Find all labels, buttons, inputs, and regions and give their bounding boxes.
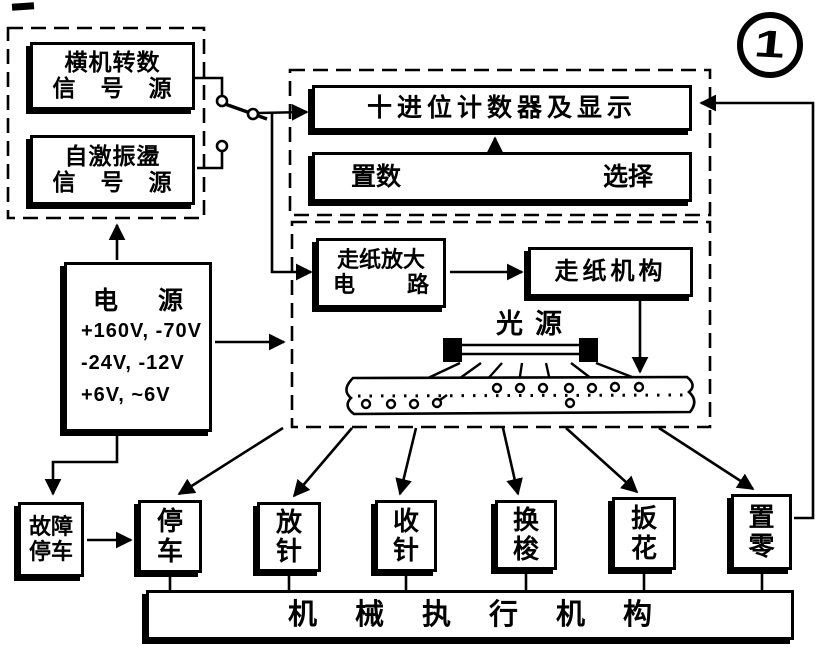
fault-stop-line1: 故障	[28, 513, 73, 539]
power-title-right: 源	[157, 287, 183, 315]
power-voltage-2: -24V, -12V	[81, 352, 185, 374]
arrow-to-stop	[177, 426, 284, 496]
actuator-narrow-line1: 收	[392, 505, 419, 536]
arrow-zero-feedback	[699, 94, 815, 520]
switch-arm[interactable]	[224, 102, 268, 121]
self-osc-line2: 信 号 源	[52, 169, 173, 195]
switch-pivot	[246, 107, 260, 121]
arrow-switch-to-counter	[257, 103, 309, 121]
tape-holes	[360, 381, 645, 410]
actuator-stop-line2: 车	[156, 535, 183, 566]
self-osc-line1: 自激振盪	[64, 143, 161, 170]
actuator-shuttle-line1: 换	[512, 504, 539, 535]
actuator-shuttle-box: 换 梭	[495, 500, 557, 570]
arrow-to-shuttle	[501, 427, 523, 496]
fault-stop-line2: 停车	[28, 538, 73, 564]
arrow-to-rack	[565, 427, 639, 494]
self-osc-signal-source-box: 自激振盪 信 号 源	[30, 135, 195, 205]
punched-tape	[345, 375, 696, 416]
arrow-switch-to-paper-amp	[270, 113, 313, 281]
paper-amp-line2-right: 路	[406, 272, 429, 297]
lamp-drawing	[425, 338, 633, 384]
arrow-to-narrow	[395, 427, 418, 496]
switch-contact-top	[215, 94, 229, 108]
machine-rev-line1: 横机转数	[64, 49, 161, 76]
light-source-label: 光源	[496, 309, 574, 339]
mechanical-execution-bar: 机械执行机构	[146, 590, 794, 640]
paper-amp-line1: 走纸放大	[336, 247, 425, 273]
paper-feed-mechanism-label: 走纸机构	[554, 257, 667, 285]
switch-contact-bottom	[215, 139, 229, 153]
power-voltage-1: +160V, -70V	[81, 320, 202, 342]
actuator-rack-line1: 扳	[630, 503, 657, 534]
paper-feed-amplifier-box: 走纸放大 电 路	[316, 238, 446, 308]
actuator-narrow-box: 收 针	[375, 500, 437, 572]
tape-sprocket-line	[357, 393, 685, 398]
paper-feed-mechanism-box: 走纸机构	[528, 247, 693, 297]
arrow-to-zero	[658, 426, 755, 491]
arrow-to-widen	[292, 427, 353, 498]
mechanical-execution-label: 机械执行机构	[287, 598, 690, 631]
decimal-counter-display-label: 十进位计数器及显示	[366, 94, 637, 122]
power-title-left: 电	[93, 287, 119, 315]
actuator-stop-line1: 停	[156, 506, 183, 537]
signal-group-border	[6, 26, 206, 220]
figure-number-badge: 1	[737, 12, 803, 78]
actuator-rack-line2: 花	[630, 532, 657, 563]
counter-group-border	[288, 68, 712, 217]
figure-number: 1	[752, 22, 788, 67]
decimal-counter-display-box: 十进位计数器及显示	[312, 85, 692, 131]
power-voltage-3: +6V, ~6V	[81, 384, 171, 406]
actuator-widen-box: 放 针	[257, 502, 321, 572]
arrow-power-to-fault	[44, 435, 119, 496]
select-label[interactable]: 选择	[602, 163, 653, 191]
paper-amp-line2-left: 电	[333, 272, 356, 297]
power-title: 电 源	[77, 287, 199, 315]
actuator-stop-box: 停 车	[138, 500, 202, 573]
actuator-widen-line1: 放	[275, 506, 302, 537]
actuator-shuttle-line2: 梭	[512, 534, 539, 564]
signal-wires	[44, 94, 815, 590]
actuator-rack-box: 扳 花	[612, 497, 676, 570]
machine-rev-line2: 信 号 源	[52, 75, 173, 101]
set-number-label[interactable]: 置数	[351, 163, 402, 191]
machine-rev-signal-source-box: 横机转数 信 号 源	[30, 42, 195, 110]
paper-amp-line2: 电 路	[327, 272, 435, 298]
actuator-zero-line2: 零	[748, 531, 775, 561]
power-supply-box: 电 源 +160V, -70V -24V, -12V +6V, ~6V	[64, 262, 212, 432]
paper-group-border	[290, 220, 712, 429]
actuator-narrow-line2: 针	[392, 535, 419, 565]
setnum-select-box: 置数 选择	[312, 152, 692, 202]
actuator-zero-line1: 置	[748, 501, 775, 532]
actuator-widen-line2: 针	[275, 536, 302, 566]
source-selector-switch[interactable]	[195, 76, 268, 170]
actuator-zero-box: 置 零	[731, 494, 792, 570]
dashed-borders	[6, 26, 712, 429]
fault-stop-box: 故障 停车	[18, 502, 84, 577]
